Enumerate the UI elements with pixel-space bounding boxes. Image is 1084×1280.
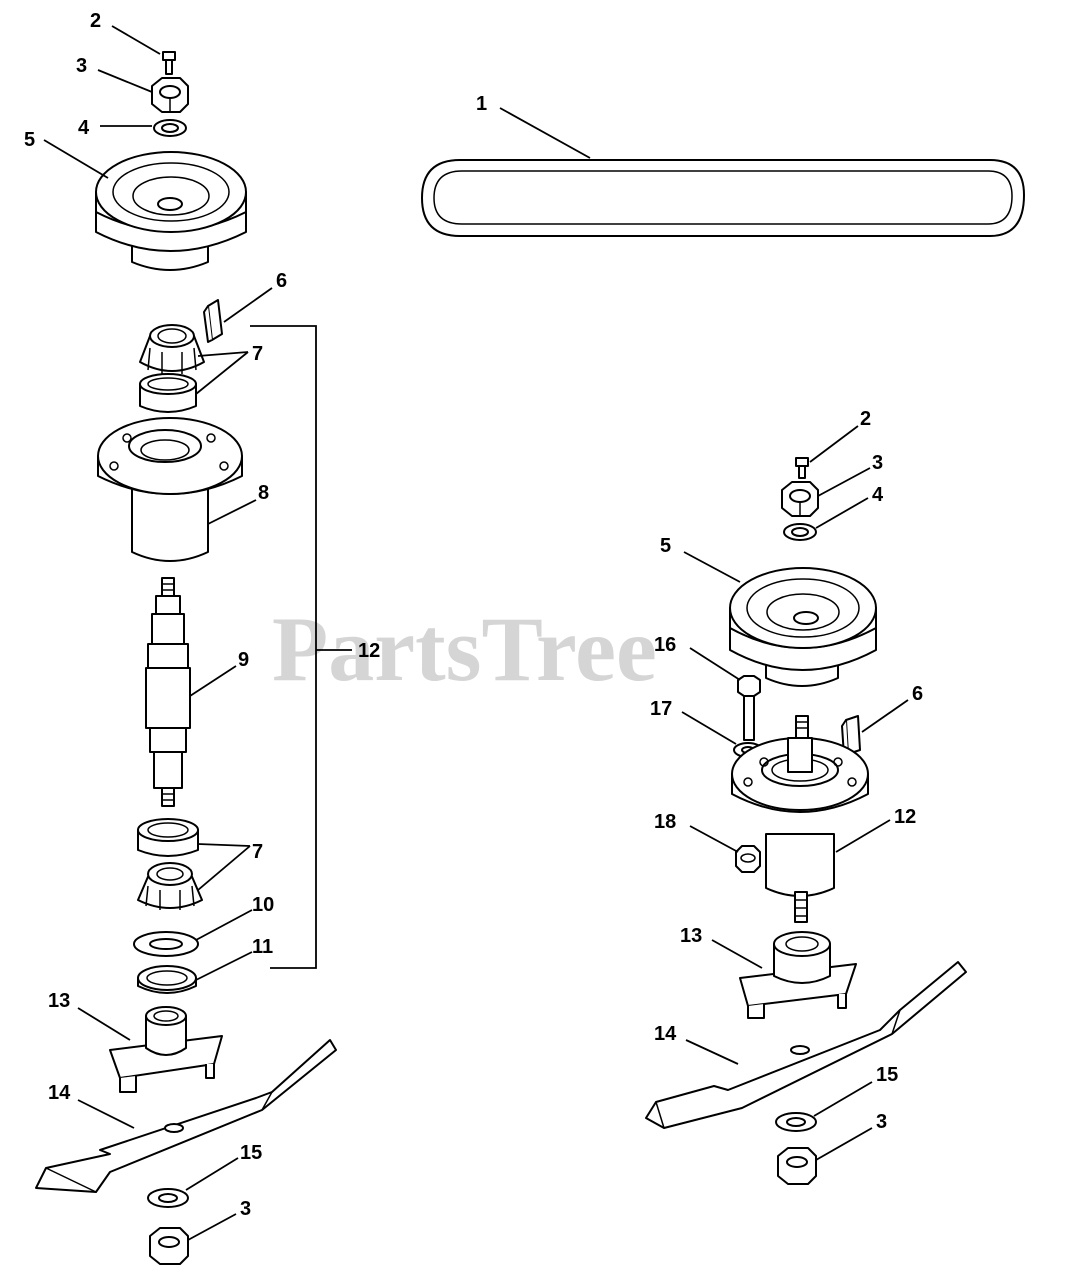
callout-left-14: 14 bbox=[48, 1082, 71, 1104]
callout-right-18: 18 bbox=[654, 811, 676, 833]
left-blade-adapter bbox=[109, 1006, 223, 1093]
left-spindle-shaft bbox=[145, 577, 191, 807]
leader-line-left-3 bbox=[97, 69, 153, 93]
callout-right-5: 5 bbox=[660, 535, 671, 557]
right-blade bbox=[645, 961, 967, 1129]
callout-left-7b: 7 bbox=[252, 841, 263, 863]
left-bearing-cup-lower bbox=[137, 818, 199, 857]
leader-line-left-7b-1 bbox=[197, 843, 251, 847]
right-pulley bbox=[729, 567, 877, 687]
left-spindle-housing bbox=[97, 417, 243, 562]
leader-line-left-7a-2 bbox=[195, 351, 249, 395]
callout-right-14: 14 bbox=[654, 1023, 677, 1045]
callout-left-3: 3 bbox=[76, 55, 87, 77]
right-screw bbox=[795, 457, 809, 479]
leader-line-right-16 bbox=[689, 647, 741, 681]
right-washer-15 bbox=[775, 1112, 817, 1132]
callout-left-10: 10 bbox=[252, 894, 274, 916]
leader-line-left-3b bbox=[187, 1213, 237, 1241]
leader-line-left-7b-2 bbox=[197, 845, 251, 891]
watermark-text: PartsTree bbox=[272, 598, 657, 700]
callout-right-4: 4 bbox=[872, 484, 884, 506]
left-lock-nut-lower bbox=[149, 1227, 189, 1265]
leader-line-right-13 bbox=[711, 939, 763, 969]
left-screw bbox=[162, 51, 176, 75]
left-bearing-upper bbox=[139, 324, 205, 374]
left-pulley bbox=[95, 151, 247, 271]
callout-right-13: 13 bbox=[680, 925, 702, 947]
callout-left-4: 4 bbox=[78, 117, 90, 139]
leader-line-right-15 bbox=[813, 1081, 873, 1117]
leader-line-left-14 bbox=[77, 1099, 135, 1129]
leader-line-left-9 bbox=[189, 665, 237, 697]
leader-line-right-3b bbox=[815, 1127, 873, 1161]
leader-line-left-7a-1 bbox=[197, 351, 249, 357]
callout-1: 1 bbox=[476, 93, 487, 115]
callout-left-13: 13 bbox=[48, 990, 70, 1012]
left-seal-11 bbox=[137, 965, 197, 994]
callout-left-7a: 7 bbox=[252, 343, 263, 365]
v-belt bbox=[421, 159, 1025, 237]
callout-right-3: 3 bbox=[872, 452, 883, 474]
leader-line-left-8 bbox=[207, 499, 257, 525]
right-bolt-16 bbox=[737, 675, 761, 741]
right-washer-4 bbox=[783, 523, 817, 541]
leader-line-1 bbox=[499, 107, 591, 159]
callout-right-16: 16 bbox=[654, 634, 676, 656]
leader-line-right-18 bbox=[689, 825, 739, 853]
callout-right-2: 2 bbox=[860, 408, 871, 430]
callout-right-6: 6 bbox=[912, 683, 923, 705]
callout-left-12: 12 bbox=[358, 640, 380, 662]
callout-left-2: 2 bbox=[90, 10, 101, 32]
left-key bbox=[203, 299, 223, 343]
callout-left-11: 11 bbox=[252, 936, 273, 958]
right-lock-nut bbox=[781, 481, 819, 517]
right-blade-adapter bbox=[739, 931, 857, 1019]
callout-right-3b: 3 bbox=[876, 1111, 887, 1133]
leader-line-left-15 bbox=[185, 1157, 239, 1191]
callout-left-6: 6 bbox=[276, 270, 287, 292]
callout-left-5: 5 bbox=[24, 129, 35, 151]
left-washer-15 bbox=[147, 1188, 189, 1208]
leader-line-right-2 bbox=[809, 425, 859, 463]
left-bearing-lower bbox=[137, 862, 203, 910]
leader-line-left-11 bbox=[195, 951, 253, 981]
callout-right-12: 12 bbox=[894, 806, 916, 828]
leader-line-left-2 bbox=[111, 25, 161, 55]
callout-left-15: 15 bbox=[240, 1142, 262, 1164]
leader-line-right-5 bbox=[683, 551, 741, 583]
callout-left-8: 8 bbox=[258, 482, 269, 504]
leader-line-right-6 bbox=[861, 699, 909, 733]
leader-line-right-14 bbox=[685, 1039, 739, 1065]
left-blade bbox=[35, 1039, 337, 1193]
leader-line-right-3 bbox=[817, 467, 871, 497]
bracket-left-12 bbox=[250, 325, 317, 969]
callout-left-3b: 3 bbox=[240, 1198, 251, 1220]
leader-line-left-5 bbox=[43, 139, 109, 179]
leader-line-left-13 bbox=[77, 1007, 131, 1041]
right-spindle-assembly bbox=[731, 715, 869, 923]
leader-line-right-12 bbox=[835, 819, 891, 853]
leader-line-right-17 bbox=[681, 711, 737, 745]
right-lock-nut-lower bbox=[777, 1147, 817, 1185]
callout-left-9: 9 bbox=[238, 649, 249, 671]
left-lock-nut bbox=[151, 77, 189, 113]
leader-line-left-10 bbox=[195, 909, 253, 941]
leader-line-right-4 bbox=[815, 497, 869, 529]
callout-right-17: 17 bbox=[650, 698, 672, 720]
left-washer-4 bbox=[153, 119, 187, 137]
left-bearing-cup-upper bbox=[139, 373, 197, 413]
left-washer-10 bbox=[133, 931, 199, 957]
right-fitting-18 bbox=[735, 845, 761, 873]
callout-right-15: 15 bbox=[876, 1064, 898, 1086]
leader-line-left-6 bbox=[223, 287, 273, 323]
